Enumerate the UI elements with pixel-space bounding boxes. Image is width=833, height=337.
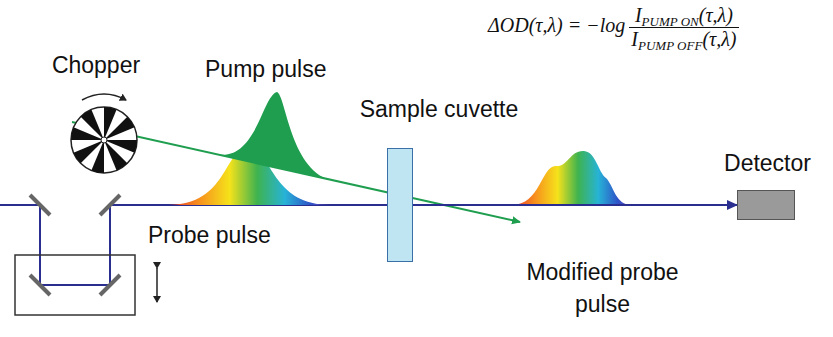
- cuvette-node: Sample cuvette: [345, 96, 533, 266]
- delay-stage: [15, 255, 135, 315]
- modified-pulse-shape: [512, 151, 632, 205]
- wheel-blade: [81, 110, 104, 140]
- chopper-wheel: [69, 105, 139, 175]
- wheel-blade: [74, 140, 104, 163]
- node-label: Detector: [705, 150, 830, 177]
- formula: ΔOD(τ,λ) = −logIPUMP ON(τ,λ)IPUMP OFF(τ,…: [488, 4, 739, 51]
- wheel-hub: [101, 137, 107, 143]
- subscript: PUMP OFF: [638, 38, 702, 53]
- symbol: I: [635, 4, 642, 26]
- rotation-arrow: [82, 94, 126, 100]
- denominator: IPUMP OFF(τ,λ): [629, 27, 738, 51]
- node-label: Chopper: [22, 52, 170, 79]
- wheel-blade: [104, 117, 134, 140]
- numerator: IPUMP ON(τ,λ): [629, 4, 738, 27]
- pump-pulse-label: Pump pulse: [205, 56, 326, 83]
- cuvette-shape: [387, 148, 413, 262]
- symbol: (τ,λ): [699, 4, 733, 26]
- chopper-node: Chopper: [22, 52, 170, 177]
- node-label: Sample cuvette: [345, 96, 533, 123]
- stage-motion-arrow: [156, 268, 158, 302]
- formula-lhs: ΔOD(τ,λ) = −log: [488, 14, 625, 36]
- subscript: PUMP ON: [642, 14, 699, 29]
- symbol: I: [631, 28, 638, 50]
- wheel-blade: [104, 140, 127, 170]
- detector-node: Detector: [705, 150, 830, 225]
- probe-beam: [0, 205, 387, 285]
- pump-pulse-shape: [215, 92, 330, 180]
- detector-box: [737, 190, 795, 220]
- mirrors: [30, 195, 120, 295]
- probe-beam-connector: [413, 204, 737, 206]
- probe-pulse-label: Probe pulse: [148, 222, 271, 249]
- modified-pulse-label: Modified probe pulse: [515, 256, 690, 320]
- wheel-disc: [71, 107, 137, 173]
- symbol: (τ,λ): [702, 28, 736, 50]
- fraction: IPUMP ON(τ,λ)IPUMP OFF(τ,λ): [629, 4, 738, 51]
